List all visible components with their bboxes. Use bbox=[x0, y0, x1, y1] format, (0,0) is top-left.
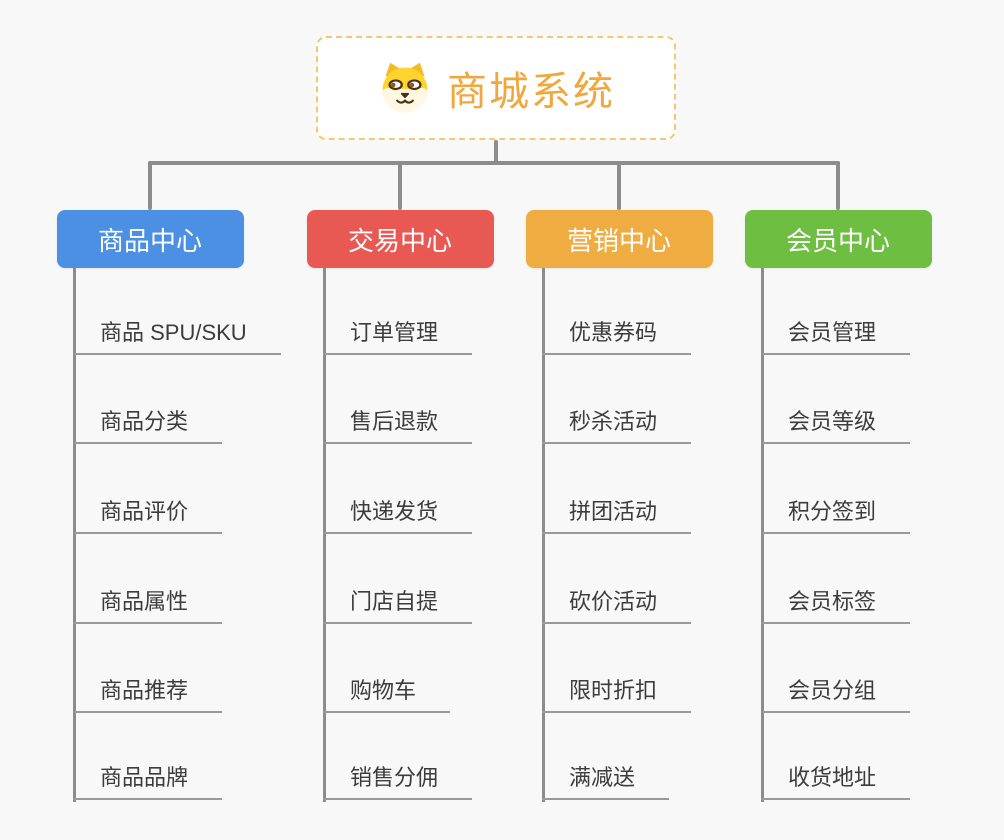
leaf-node[interactable]: 收货地址 bbox=[761, 752, 911, 800]
leaf-node[interactable]: 商品评价 bbox=[73, 486, 223, 534]
branch-drop-connector bbox=[617, 161, 621, 210]
leaf-node[interactable]: 门店自提 bbox=[323, 576, 473, 624]
branch-trunk-connector bbox=[73, 268, 76, 802]
leaf-node[interactable]: 会员管理 bbox=[761, 307, 911, 355]
leaf-node[interactable]: 商品品牌 bbox=[73, 752, 223, 800]
branch-node-3[interactable]: 营销中心 bbox=[525, 210, 713, 268]
leaf-node[interactable]: 快递发货 bbox=[323, 486, 473, 534]
leaf-node[interactable]: 积分签到 bbox=[761, 486, 911, 534]
branch-connector-rail bbox=[148, 161, 840, 165]
leaf-node[interactable]: 拼团活动 bbox=[542, 486, 692, 534]
branch-trunk-connector bbox=[542, 268, 545, 802]
leaf-node[interactable]: 商品推荐 bbox=[73, 665, 223, 713]
root-node-mall-system[interactable]: 商城系统 bbox=[316, 36, 676, 140]
branch-drop-connector bbox=[398, 161, 402, 210]
leaf-node[interactable]: 销售分佣 bbox=[323, 752, 473, 800]
branch-trunk-connector bbox=[323, 268, 326, 802]
leaf-node[interactable]: 购物车 bbox=[323, 665, 451, 713]
root-title: 商城系统 bbox=[447, 70, 615, 114]
branch-node-4[interactable]: 会员中心 bbox=[744, 210, 932, 268]
dog-icon bbox=[377, 60, 433, 116]
leaf-node[interactable]: 商品属性 bbox=[73, 576, 223, 624]
leaf-node[interactable]: 会员等级 bbox=[761, 396, 911, 444]
leaf-node[interactable]: 砍价活动 bbox=[542, 576, 692, 624]
root-connector-stem bbox=[494, 140, 498, 165]
leaf-node[interactable]: 商品 SPU/SKU bbox=[73, 307, 281, 355]
leaf-node[interactable]: 满减送 bbox=[542, 752, 670, 800]
branch-node-2[interactable]: 交易中心 bbox=[306, 210, 494, 268]
branch-node-1[interactable]: 商品中心 bbox=[56, 210, 244, 268]
leaf-node[interactable]: 会员分组 bbox=[761, 665, 911, 713]
leaf-node[interactable]: 订单管理 bbox=[323, 307, 473, 355]
leaf-node[interactable]: 售后退款 bbox=[323, 396, 473, 444]
leaf-node[interactable]: 会员标签 bbox=[761, 576, 911, 624]
leaf-node[interactable]: 限时折扣 bbox=[542, 665, 692, 713]
branch-drop-connector bbox=[836, 161, 840, 210]
branch-trunk-connector bbox=[761, 268, 764, 802]
leaf-node[interactable]: 商品分类 bbox=[73, 396, 223, 444]
branch-drop-connector bbox=[148, 161, 152, 210]
leaf-node[interactable]: 秒杀活动 bbox=[542, 396, 692, 444]
leaf-node[interactable]: 优惠券码 bbox=[542, 307, 692, 355]
